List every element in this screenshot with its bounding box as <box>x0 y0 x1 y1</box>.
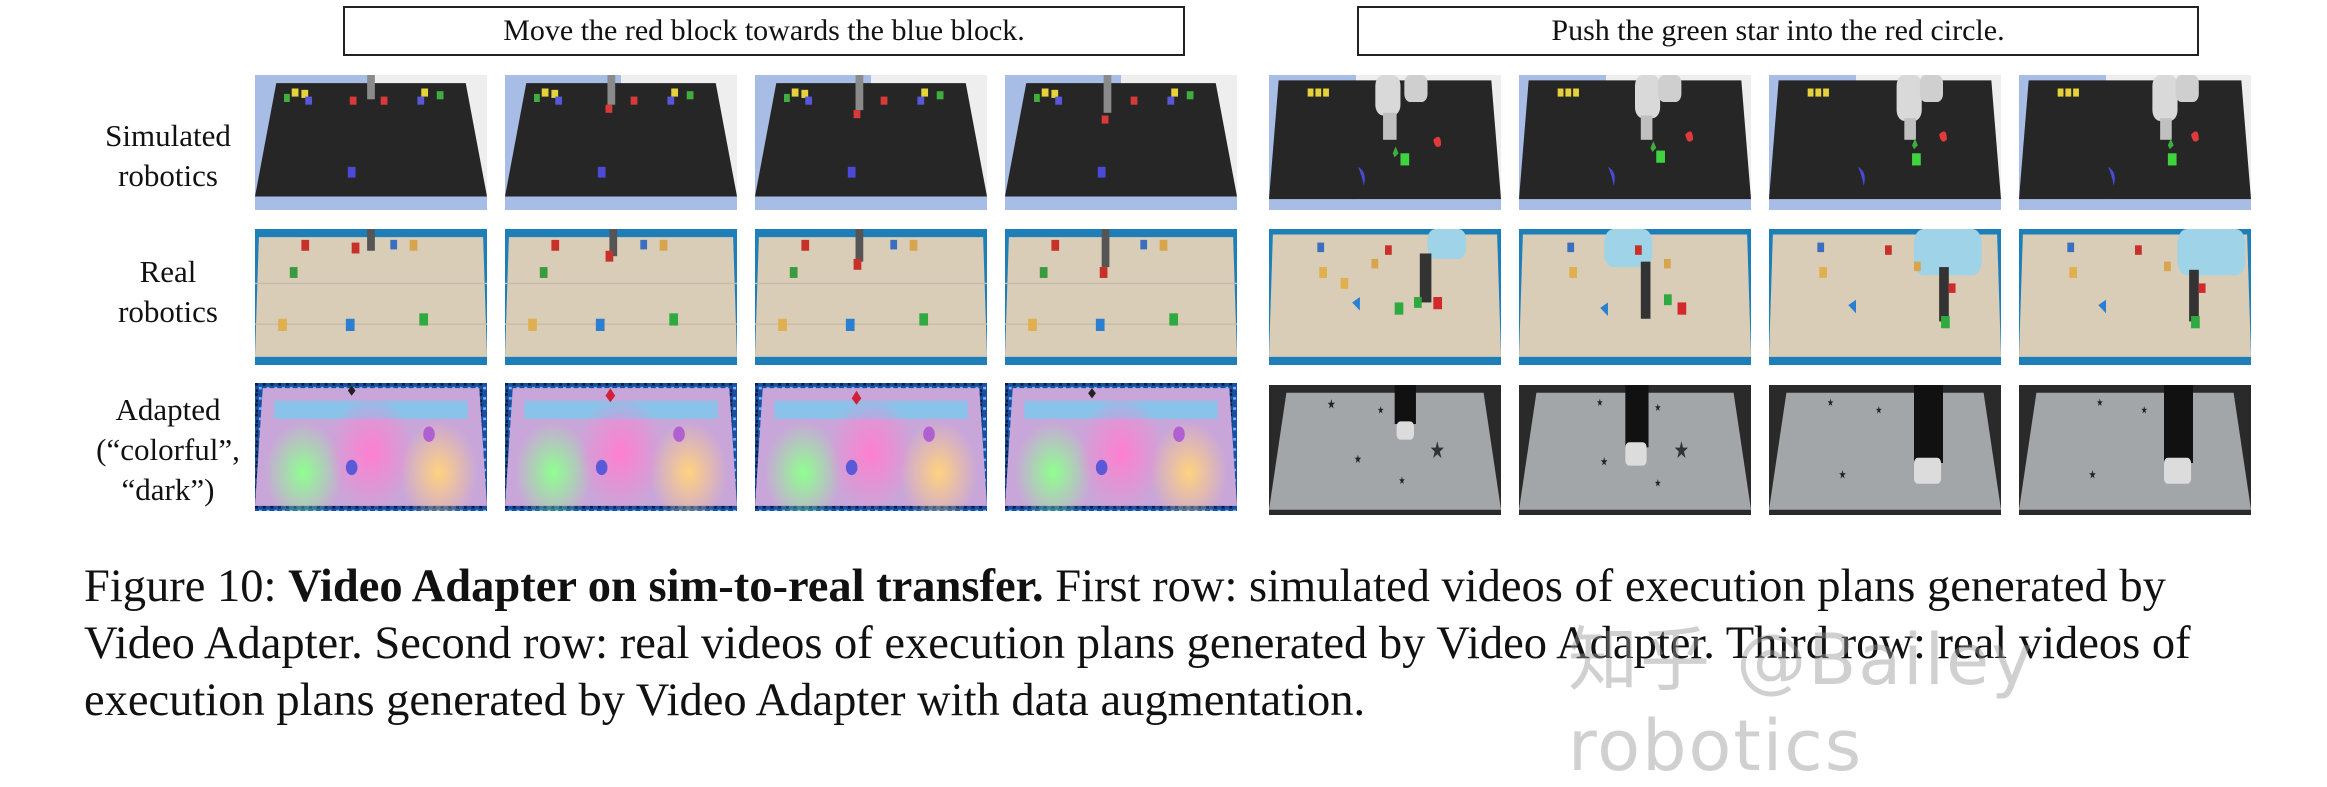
row-label-real: Real robotics <box>78 252 258 332</box>
svg-text:★: ★ <box>1327 396 1336 412</box>
svg-text:★: ★ <box>1654 402 1661 414</box>
svg-text:★: ★ <box>1354 453 1362 467</box>
real-star-frame-3 <box>1769 229 2001 365</box>
svg-text:★: ★ <box>1600 455 1608 469</box>
row-label-simulated: Simulated robotics <box>78 116 258 196</box>
svg-text:★: ★ <box>1596 397 1603 409</box>
svg-text:★: ★ <box>2141 405 2148 417</box>
svg-text:★: ★ <box>1674 436 1690 463</box>
sim-star-frame-3 <box>1769 75 2001 210</box>
row-label-line: Adapted <box>115 392 221 427</box>
caption-body: First row: simulated videos of execution… <box>84 561 2191 726</box>
figure-caption: Figure 10: Video Adapter on sim-to-real … <box>84 558 2264 729</box>
svg-text:★: ★ <box>2096 397 2103 409</box>
row-label-line: robotics <box>118 158 218 193</box>
adapted-block-frame-3 <box>755 383 987 511</box>
real-block-frame-3 <box>755 229 987 365</box>
real-block-frame-4 <box>1005 229 1237 365</box>
adapted-block-frame-4 <box>1005 383 1237 511</box>
svg-text:★: ★ <box>1399 475 1406 487</box>
svg-text:★: ★ <box>1875 405 1882 417</box>
adapted-block-frame-2 <box>505 383 737 511</box>
real-block-frame-2 <box>505 229 737 365</box>
task-title-right: Push the green star into the red circle. <box>1357 6 2199 56</box>
svg-text:★: ★ <box>1377 405 1384 417</box>
sim-block-frame-4 <box>1005 75 1237 210</box>
adapted-star-frame-2: ★ ★ ★ ★ ★ <box>1519 385 1751 515</box>
row-label-adapted: Adapted (“colorful”, “dark”) <box>78 390 258 510</box>
svg-text:★: ★ <box>2089 468 2097 482</box>
row-label-line: Real <box>139 254 197 289</box>
svg-text:★: ★ <box>1827 397 1834 409</box>
adapted-block-frame-1 <box>255 383 487 511</box>
caption-bold-title: Video Adapter on sim-to-real transfer. <box>288 561 1044 612</box>
adapted-star-frame-4: ★ ★ ★ <box>2019 385 2251 515</box>
row-label-line: “dark”) <box>121 472 215 507</box>
real-block-frame-1 <box>255 229 487 365</box>
row-label-line: Simulated <box>105 118 231 153</box>
real-star-frame-4 <box>2019 229 2251 365</box>
svg-text:★: ★ <box>1429 436 1445 463</box>
real-star-frame-1 <box>1269 229 1501 365</box>
sim-star-frame-4 <box>2019 75 2251 210</box>
sim-block-frame-2b <box>505 75 737 210</box>
sim-block-frame-1 <box>255 75 487 210</box>
adapted-star-frame-1: ★ ★ ★ ★ ★ <box>1269 385 1501 515</box>
caption-prefix: Figure 10: <box>84 561 289 612</box>
real-star-frame-2 <box>1519 229 1751 365</box>
sim-block-frame-3 <box>755 75 987 210</box>
adapted-star-frame-3: ★ ★ ★ <box>1769 385 2001 515</box>
row-label-line: (“colorful”, <box>96 432 240 467</box>
svg-text:★: ★ <box>1654 477 1661 489</box>
sim-star-frame-2 <box>1519 75 1751 210</box>
task-title-left: Move the red block towards the blue bloc… <box>343 6 1185 56</box>
row-label-line: robotics <box>118 294 218 329</box>
svg-text:★: ★ <box>1839 468 1847 482</box>
sim-star-frame-1 <box>1269 75 1501 210</box>
